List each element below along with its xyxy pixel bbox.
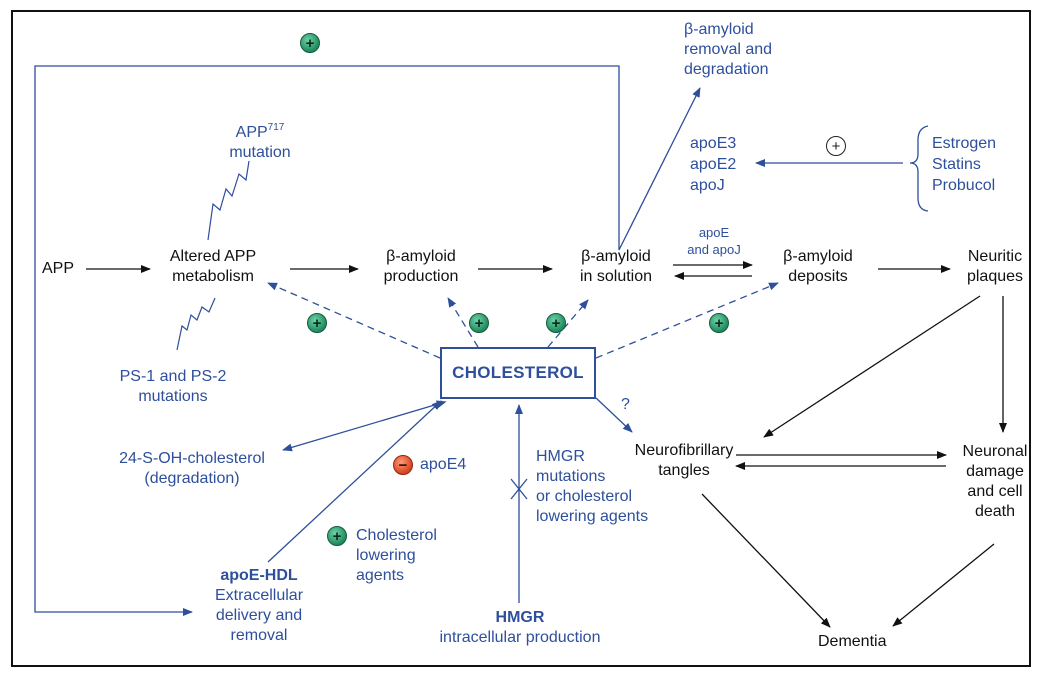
node-chol-lowering-line2: lowering (356, 547, 416, 564)
node-apoe-apoj-line1: apoE (698, 225, 730, 240)
plus-icon: + (307, 313, 327, 333)
arrow-tangles-to-dementia (701, 493, 831, 628)
node-neurofibrillary-tangles: Neurofibrillary tangles (624, 441, 744, 481)
apo-list-item: apoE2 (690, 156, 737, 173)
node-hmgr-line2: intracellular production (439, 629, 601, 646)
node-neuronal-line: Neuronal (962, 443, 1028, 460)
node-altered-app-line2: metabolism (172, 268, 254, 285)
arrow-apoehdl-to-chol (267, 400, 442, 563)
minus-icon: − (393, 455, 413, 475)
plus-icon: + (300, 33, 320, 53)
node-amyloid-removal-line2: removal and (684, 41, 773, 58)
node-hmgr-title: HMGR (495, 609, 545, 626)
node-apoe-hdl-line: Extracellular (214, 587, 304, 604)
node-altered-app: Altered APP metabolism (146, 247, 280, 287)
node-neuronal-line: death (974, 503, 1016, 520)
node-hmgr: HMGR intracellular production (410, 608, 630, 648)
question-mark: ? (621, 396, 630, 413)
node-neuritic-plaques-line2: plaques (966, 268, 1024, 285)
node-apoe-hdl: apoE-HDL Extracellular delivery and remo… (194, 566, 324, 646)
hmgr-block-x2 (510, 478, 528, 500)
agents-list-item: Probucol (932, 177, 996, 194)
node-apoe-hdl-line: delivery and (215, 607, 303, 624)
arrow-chol-to-tangles (595, 397, 633, 433)
arrow-solution-to-removal (618, 87, 701, 251)
node-amyloid-solution-line2: in solution (579, 268, 653, 285)
node-hmgr-mutations: HMGR mutations or cholesterol lowering a… (536, 447, 648, 527)
node-app717-line2: mutation (229, 144, 291, 161)
node-hmgr-mutations-line: or cholesterol (536, 488, 633, 505)
apo-list-item: apoJ (690, 177, 725, 194)
node-hydroxycholesterol: 24-S-OH-cholesterol (degradation) (104, 449, 280, 489)
node-neuronal-line: damage (966, 463, 1024, 480)
node-amyloid-solution: β-amyloid in solution (562, 247, 670, 287)
zigzag-ps (176, 297, 216, 351)
node-hmgr-mutations-line: HMGR (536, 448, 585, 465)
node-amyloid-production-line2: production (383, 268, 459, 285)
feedback-loop (34, 65, 620, 616)
plus-icon: + (546, 313, 566, 333)
node-neurofibrillary-line1: Neurofibrillary (634, 442, 734, 459)
node-amyloid-removal: β-amyloid removal and degradation (684, 20, 772, 80)
node-amyloid-removal-line3: degradation (684, 61, 769, 78)
node-neuritic-plaques-line1: Neuritic (967, 248, 1023, 265)
plus-icon: + (327, 526, 347, 546)
node-agents-list: Estrogen Statins Probucol (932, 133, 996, 196)
node-ps: PS-1 and PS-2 mutations (102, 367, 244, 407)
node-neuronal-line: and cell (967, 483, 1023, 500)
node-neuritic-plaques: Neuritic plaques (950, 247, 1040, 287)
dashed-chol-to-altered (267, 282, 441, 359)
node-amyloid-removal-line1: β-amyloid (684, 21, 754, 38)
apo-list-item: apoE3 (690, 135, 737, 152)
dashed-chol-to-production (447, 297, 479, 348)
cholesterol-box: CHOLESTEROL (440, 347, 596, 399)
arrow-neuronal-to-dementia (892, 543, 995, 627)
node-apoe-hdl-title: apoE-HDL (220, 567, 298, 584)
node-neurofibrillary-line2: tangles (658, 462, 710, 479)
plus-icon: + (469, 313, 489, 333)
node-altered-app-line1: Altered APP (169, 248, 257, 265)
zigzag-app717 (207, 160, 250, 241)
node-app717: APP717 mutation (214, 118, 306, 163)
node-ps-line2: mutations (138, 388, 208, 405)
node-hydroxycholesterol-line2: (degradation) (144, 470, 240, 487)
node-amyloid-solution-line1: β-amyloid (581, 248, 651, 265)
dashed-chol-to-solution (547, 299, 589, 348)
app717-base: APP (235, 124, 268, 141)
plus-icon: + (826, 136, 846, 156)
app717-sup: 717 (267, 122, 285, 133)
dashed-chol-to-deposits (595, 282, 779, 359)
node-dementia: Dementia (818, 633, 887, 650)
node-amyloid-deposits-line1: β-amyloid (783, 248, 853, 265)
node-apoe-apoj: apoE and apoJ (672, 224, 756, 258)
node-amyloid-deposits: β-amyloid deposits (764, 247, 872, 287)
figure-frame (11, 10, 1031, 667)
node-amyloid-production: β-amyloid production (366, 247, 476, 287)
node-app717-line1: APP717 (214, 118, 306, 143)
node-chol-lowering-line3: agents (356, 567, 405, 584)
arrow-chol-hydroxy (282, 400, 447, 452)
node-apoe-hdl-line: removal (230, 627, 288, 644)
node-neuronal-damage: Neuronal damage and cell death (950, 442, 1040, 522)
cholesterol-label: CHOLESTEROL (452, 363, 584, 382)
node-apo-list: apoE3 apoE2 apoJ (690, 133, 736, 196)
node-app: APP (42, 260, 75, 277)
node-apoe-apoj-line2: and apoJ (687, 242, 741, 257)
agents-list-item: Estrogen (932, 135, 997, 152)
node-chol-lowering: Cholesterol lowering agents (356, 526, 437, 586)
node-hmgr-mutations-line: lowering agents (536, 508, 649, 525)
agents-brace (909, 125, 929, 212)
node-hydroxycholesterol-line1: 24-S-OH-cholesterol (119, 450, 265, 467)
arrow-plaques-to-tangles (763, 295, 981, 438)
node-chol-lowering-line1: Cholesterol (356, 527, 437, 544)
node-ps-line1: PS-1 and PS-2 (119, 368, 227, 385)
agents-list-item: Statins (932, 156, 981, 173)
node-amyloid-deposits-line2: deposits (788, 268, 848, 285)
node-apoe4: apoE4 (420, 456, 467, 473)
node-amyloid-production-line1: β-amyloid (386, 248, 456, 265)
plus-icon: + (709, 313, 729, 333)
node-hmgr-mutations-line: mutations (536, 468, 606, 485)
